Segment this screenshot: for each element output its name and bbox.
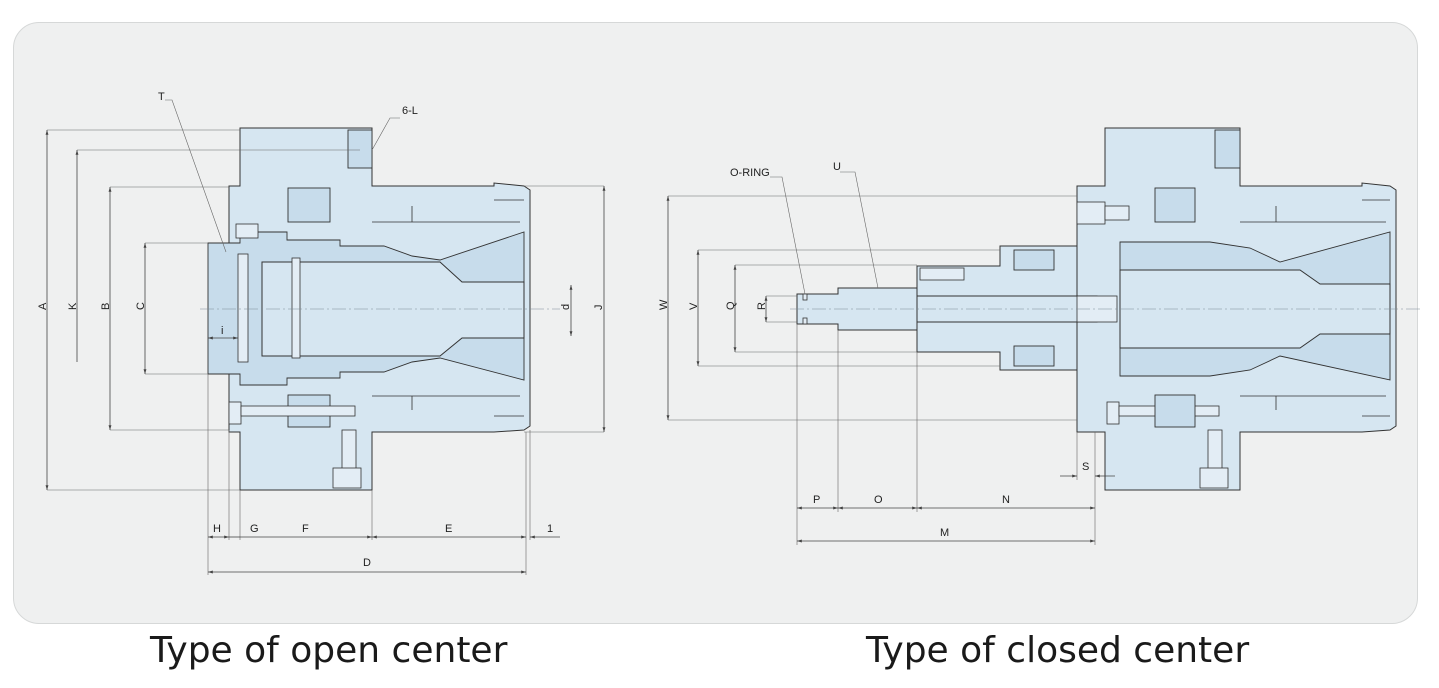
label-S: S — [1082, 461, 1089, 473]
closed-top-block — [1214, 129, 1241, 169]
label-Q: Q — [725, 301, 737, 310]
open-upper-pocket — [287, 187, 331, 223]
closed-oring-bottom — [802, 317, 808, 325]
label-N: N — [1002, 494, 1010, 506]
leader-T — [165, 99, 227, 253]
open-bolt-shaft — [240, 405, 356, 417]
label-1: 1 — [547, 523, 553, 535]
label-O: O — [874, 494, 883, 506]
open-bolt-upper — [235, 223, 259, 239]
label-C: C — [135, 302, 147, 310]
open-top-block — [347, 129, 373, 169]
leader-6L — [371, 117, 400, 151]
closed-center-drawing: O-RING U W V Q R S P O N M — [658, 127, 1420, 545]
closed-bolt-upper — [919, 267, 965, 281]
label-U: U — [833, 161, 841, 173]
open-ring-1 — [237, 253, 249, 363]
label-d: d — [560, 304, 572, 310]
label-W: W — [658, 299, 670, 310]
label-6L: 6-L — [402, 105, 418, 117]
open-bolt-bottom — [332, 467, 362, 489]
label-T: T — [158, 91, 165, 103]
label-J: J — [593, 305, 605, 311]
closed-lower-pocket — [1154, 394, 1196, 428]
label-oring: O-RING — [730, 167, 770, 179]
label-F: F — [302, 523, 309, 535]
closed-bolt-head — [1106, 401, 1120, 425]
label-B: B — [100, 303, 112, 310]
closed-oring-top — [802, 293, 808, 301]
leader-U — [840, 171, 879, 289]
label-M: M — [940, 527, 949, 539]
label-P: P — [813, 494, 820, 506]
open-detail-lines — [372, 199, 524, 417]
open-bolt-head — [228, 401, 242, 425]
label-R: R — [756, 302, 768, 310]
label-E: E — [445, 523, 452, 535]
caption-open-center: Type of open center — [150, 630, 508, 671]
open-center-drawing: T 6-L A K B C i d J H G F E 1 D — [37, 91, 606, 575]
label-A: A — [37, 302, 49, 310]
closed-cyl-pocket-top — [1013, 249, 1055, 271]
label-V: V — [688, 302, 700, 310]
label-H: H — [213, 523, 221, 535]
closed-cyl-pocket-bottom — [1013, 345, 1055, 367]
closed-upper-pocket — [1154, 187, 1196, 223]
label-D: D — [363, 557, 371, 569]
closed-bolt-top-head — [1076, 201, 1106, 225]
closed-bolt-top-shaft — [1104, 205, 1130, 221]
label-K: K — [67, 302, 79, 310]
caption-closed-center: Type of closed center — [866, 630, 1250, 671]
label-i: i — [221, 325, 223, 337]
label-G: G — [250, 523, 259, 535]
leader-oring — [770, 176, 806, 295]
closed-bolt-bottom — [1199, 467, 1229, 489]
closed-detail-lines — [1240, 199, 1390, 417]
open-ring-2 — [291, 257, 301, 359]
